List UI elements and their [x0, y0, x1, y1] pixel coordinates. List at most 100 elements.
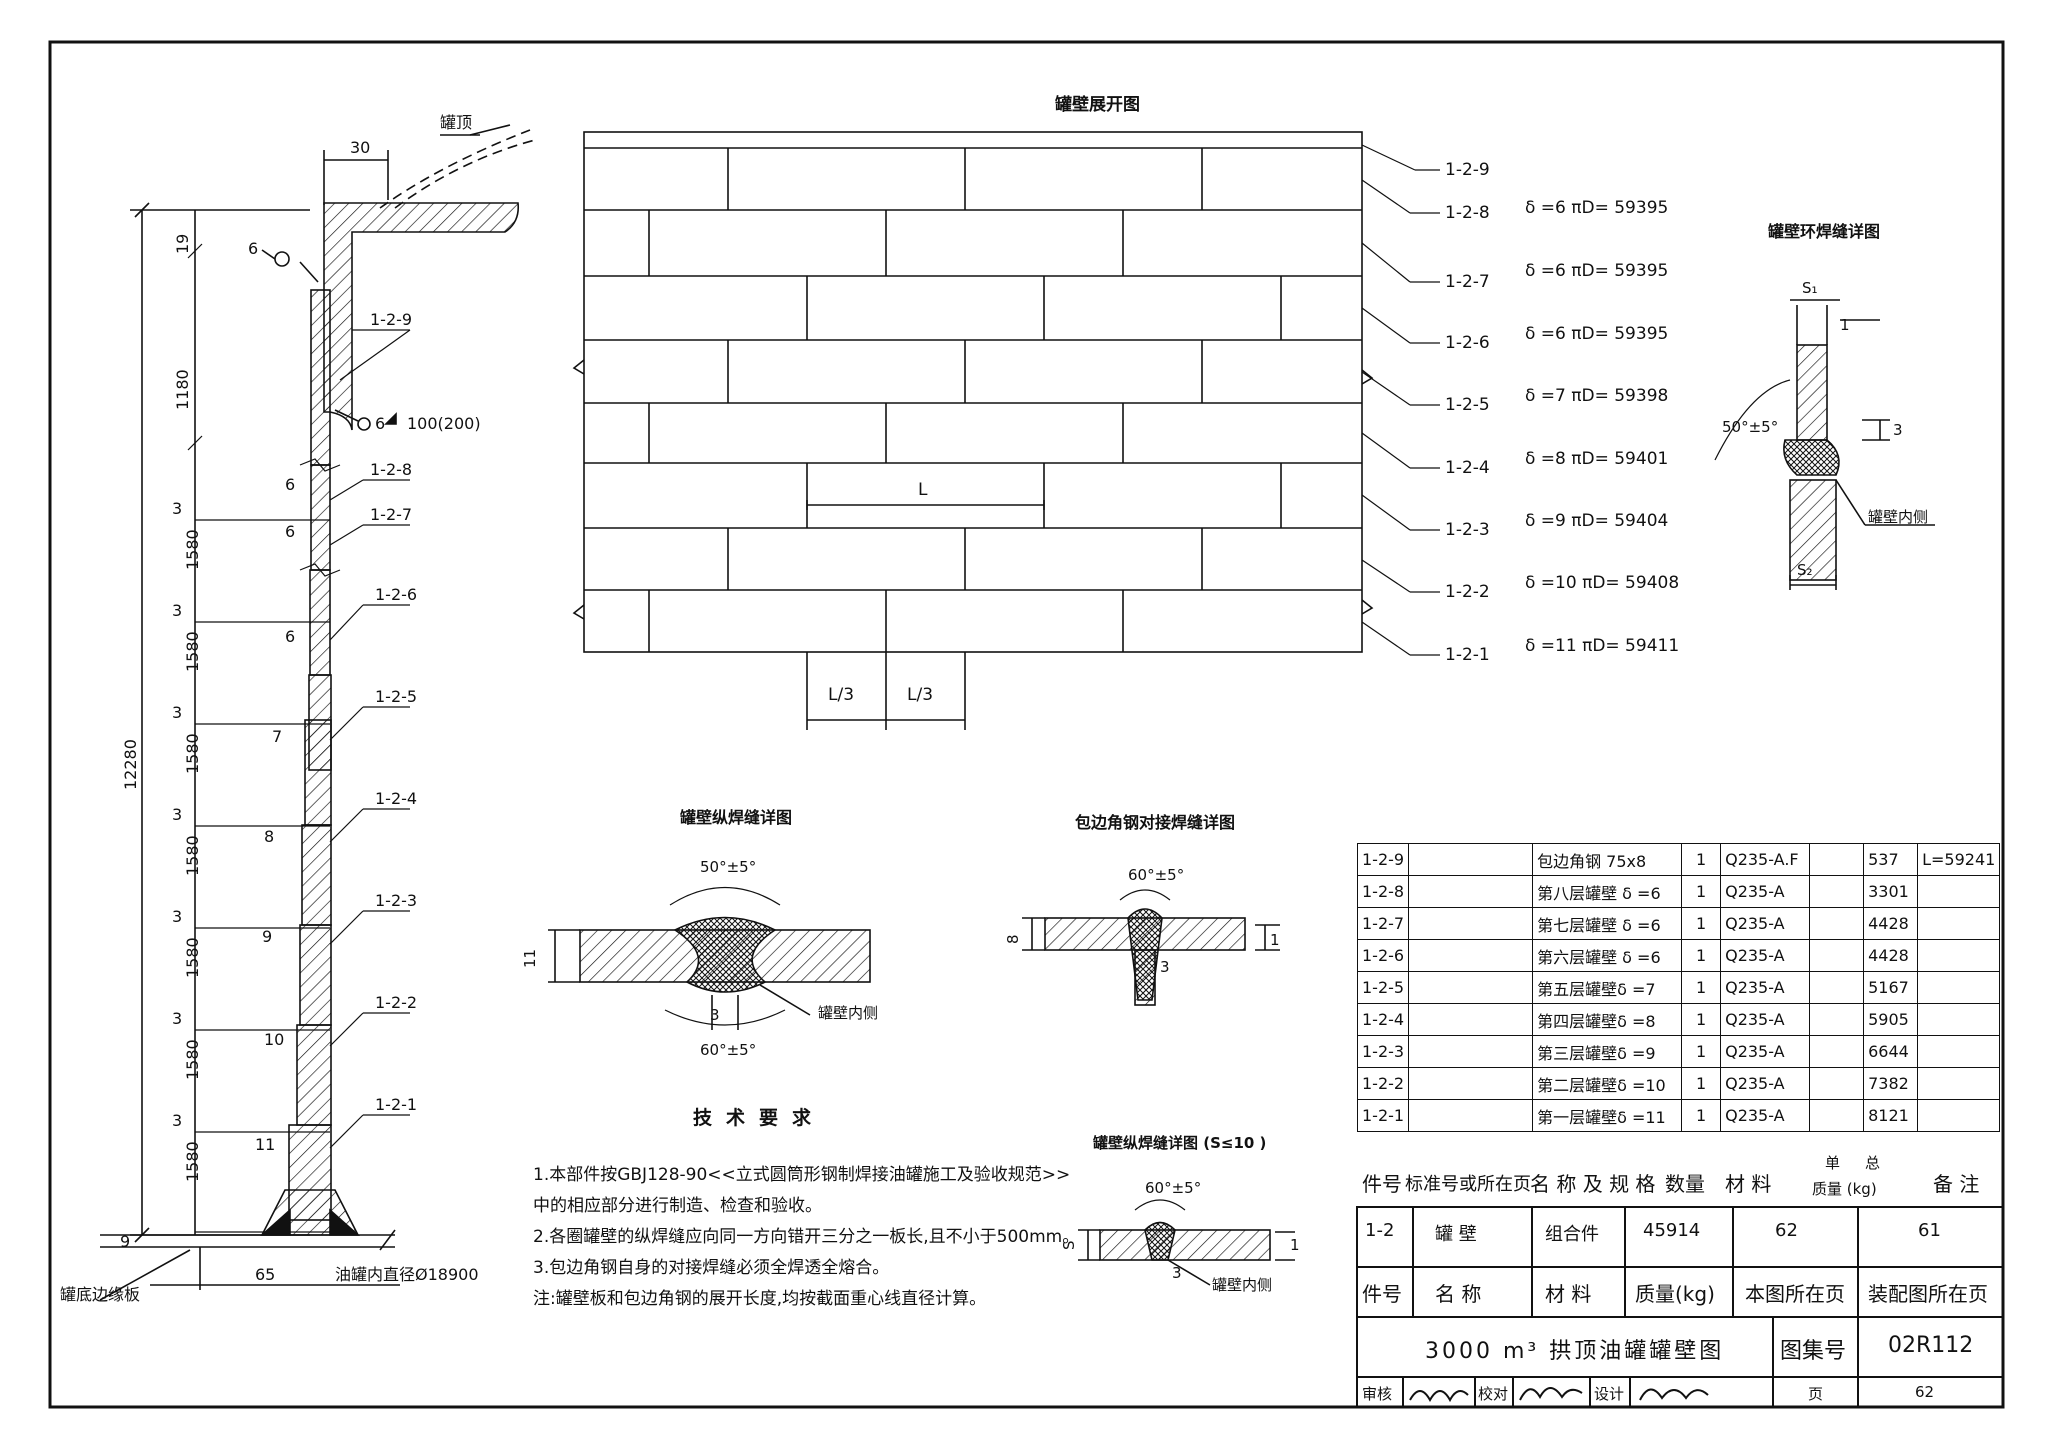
bom-note: [1917, 875, 2001, 908]
dim-third-1: L/3: [828, 685, 854, 705]
bom-note: [1917, 971, 2001, 1004]
bom-name: 第四层罐壁δ =8: [1532, 1003, 1683, 1036]
bom-total: 8121: [1863, 1099, 1919, 1132]
page-label: 页: [1808, 1385, 1824, 1403]
bom-total: 4428: [1863, 939, 1919, 972]
bom-note: [1917, 939, 2001, 972]
circ-weld-labels: S₁ 1 50°±5° 3 罐壁内侧 S₂: [1722, 279, 1928, 579]
bom-unit: [1809, 1099, 1865, 1132]
bom-row: 1-2-9 包边角钢 75x8 1 Q235-A.F 537 L=59241: [1356, 843, 2001, 876]
bottom-65: 65: [255, 1265, 275, 1284]
ring-spec: δ =6 πD= 59395: [1525, 198, 1668, 218]
bom-part: 1-2-6: [1356, 939, 1410, 972]
asm-asm-page: 61: [1918, 1220, 1941, 1241]
bom-header-qty: 数量: [1665, 1172, 1705, 1196]
bom-name: 包边角钢 75x8: [1532, 843, 1683, 876]
bom-qty: 1: [1681, 907, 1722, 940]
thk-label: 7: [272, 727, 282, 746]
angle-weld-detail: [1022, 889, 1280, 1006]
ring-spec: δ =7 πD= 59398: [1525, 386, 1668, 406]
course-h-7: 1580: [183, 529, 202, 570]
bom-material: Q235-A.F: [1720, 843, 1811, 876]
three-label: 3: [1893, 421, 1903, 439]
ring-id: 1-2-7: [1445, 272, 1490, 292]
bom-name: 第五层罐壁δ =7: [1532, 971, 1683, 1004]
bom-qty: 1: [1681, 875, 1722, 908]
thk-label: 10: [264, 1030, 284, 1049]
review-label: 审核: [1362, 1385, 1393, 1403]
tech-req-line: 3.包边角钢自身的对接焊缝必须全焊透全熔合。: [533, 1258, 890, 1278]
bom-part: 1-2-2: [1356, 1067, 1410, 1100]
dim-third-2: L/3: [907, 685, 933, 705]
one-label: 1: [1270, 931, 1280, 949]
part-1-2-5: 1-2-5: [375, 687, 417, 706]
gap-label: 3: [172, 1009, 182, 1028]
asm-h-mass: 质量(kg): [1635, 1282, 1715, 1306]
sheet-border: [48, 40, 2005, 1409]
bottom-angle: 60°±5°: [700, 1041, 756, 1059]
bom-unit: [1809, 1035, 1865, 1068]
course-h-4: 1580: [183, 835, 202, 876]
section-labels: 罐顶 30 19 1180 12280 1580 1580 1580 1580 …: [60, 113, 481, 1304]
ring-spec: δ =9 πD= 59404: [1525, 511, 1668, 531]
gap-label: 3: [172, 1111, 182, 1130]
dim-1180: 1180: [173, 369, 192, 410]
asm-page: 62: [1775, 1220, 1798, 1241]
dim-L: L: [918, 480, 928, 500]
page-number: 62: [1915, 1383, 1935, 1401]
thin-weld-title: 罐壁纵焊缝详图 (S≤10 ): [1092, 1134, 1266, 1152]
part-1-2-9: 1-2-9: [370, 310, 412, 329]
ring-spec: δ =11 πD= 59411: [1525, 636, 1679, 656]
course-h-5: 1580: [183, 733, 202, 774]
tech-req-line: 1.本部件按GBJ128-90<<立式圆筒形钢制焊接油罐施工及验收规范>>: [533, 1165, 1071, 1185]
thk-label: 6: [285, 522, 295, 541]
long-weld-detail: [548, 886, 871, 1030]
ring-id: 1-2-4: [1445, 458, 1490, 478]
ring-id: 1-2-3: [1445, 520, 1490, 540]
bom-header-name: 名 称 及 规 格: [1530, 1172, 1656, 1196]
bom-part: 1-2-7: [1356, 907, 1410, 940]
h-label: 8: [1004, 934, 1022, 944]
ring-id: 1-2-5: [1445, 395, 1490, 415]
bom-note: L=59241: [1917, 843, 2001, 876]
bom-header-mass: 质量 (kg): [1812, 1180, 1877, 1198]
top-angle: 50°±5°: [700, 858, 756, 876]
design-label: 设计: [1594, 1385, 1625, 1403]
asm-mass: 45914: [1643, 1220, 1701, 1241]
bom-part: 1-2-1: [1356, 1099, 1410, 1132]
bom-note: [1917, 1067, 2001, 1100]
asm-h-name: 名 称: [1435, 1282, 1482, 1306]
bom-name: 第二层罐壁δ =10: [1532, 1067, 1683, 1100]
asm-h-asm-page: 装配图所在页: [1868, 1282, 1988, 1306]
bom-part: 1-2-8: [1356, 875, 1410, 908]
bom-total: 5905: [1863, 1003, 1919, 1036]
bom-total: 5167: [1863, 971, 1919, 1004]
asm-h-material: 材 料: [1545, 1282, 1592, 1306]
title-block-frame: [1356, 1206, 2004, 1408]
s-label: S: [1060, 1240, 1078, 1250]
atlas-label: 图集号: [1780, 1339, 1847, 1364]
part-1-2-1: 1-2-1: [375, 1095, 417, 1114]
asm-part: 1-2: [1365, 1220, 1395, 1241]
part-1-2-3: 1-2-3: [375, 891, 417, 910]
course-h-6: 1580: [183, 631, 202, 672]
dim-19: 19: [173, 234, 192, 254]
ring-spec: δ =10 πD= 59408: [1525, 573, 1679, 593]
angle-label: 50°±5°: [1722, 418, 1778, 436]
drawing-title: 3000 m³ 拱顶油罐罐壁图: [1425, 1339, 1725, 1364]
check-label: 校对: [1478, 1385, 1509, 1403]
thin-weld-labels: 60°±5° S 3 罐壁内侧 1: [1060, 1179, 1300, 1294]
tech-req-line: 2.各圈罐壁的纵焊缝应向同一方向错开三分之一板长,且不小于500mm。: [533, 1227, 1080, 1247]
bom-part: 1-2-4: [1356, 1003, 1410, 1036]
ring-id: 1-2-6: [1445, 333, 1490, 353]
unfold-title: 罐壁展开图: [1054, 94, 1140, 115]
part-1-2-6: 1-2-6: [375, 585, 417, 604]
bom-header-unit: 单: [1825, 1154, 1841, 1172]
one-label: 1: [1290, 1236, 1300, 1254]
tech-req-line: 注:罐壁板和包边角钢的展开长度,均按截面重心线直径计算。: [533, 1289, 987, 1309]
ring-spec: δ =6 πD= 59395: [1525, 261, 1668, 281]
